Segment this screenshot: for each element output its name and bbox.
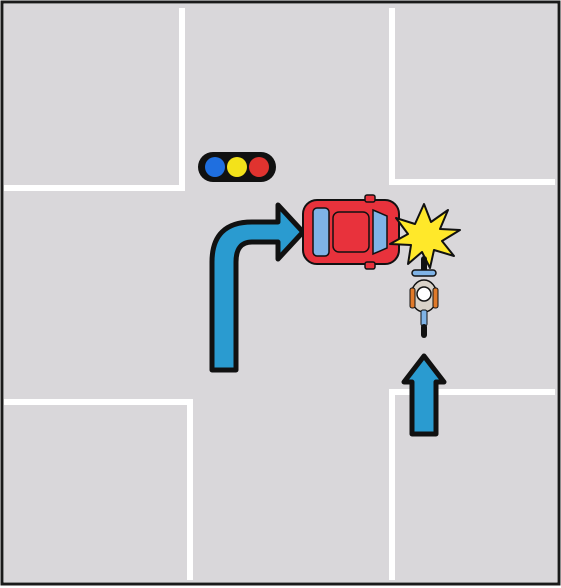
car — [303, 195, 399, 269]
traffic-light-red-lamp — [249, 157, 269, 177]
road-surface — [4, 4, 557, 582]
bicycle-rear-wheel — [421, 324, 427, 338]
bicycle-handlebar — [412, 270, 436, 276]
car-mirror-right — [365, 262, 375, 269]
car-rear-window — [313, 208, 329, 256]
traffic-light — [198, 152, 276, 182]
rider-head — [417, 287, 431, 301]
car-windshield — [373, 210, 387, 254]
traffic-light-blue-lamp — [205, 157, 225, 177]
rider-left-arm — [410, 288, 415, 308]
traffic-light-yellow-lamp — [227, 157, 247, 177]
car-roof — [333, 212, 369, 252]
car-mirror-left — [365, 195, 375, 202]
bicycle-frame — [421, 310, 427, 326]
rider-right-arm — [433, 288, 438, 308]
